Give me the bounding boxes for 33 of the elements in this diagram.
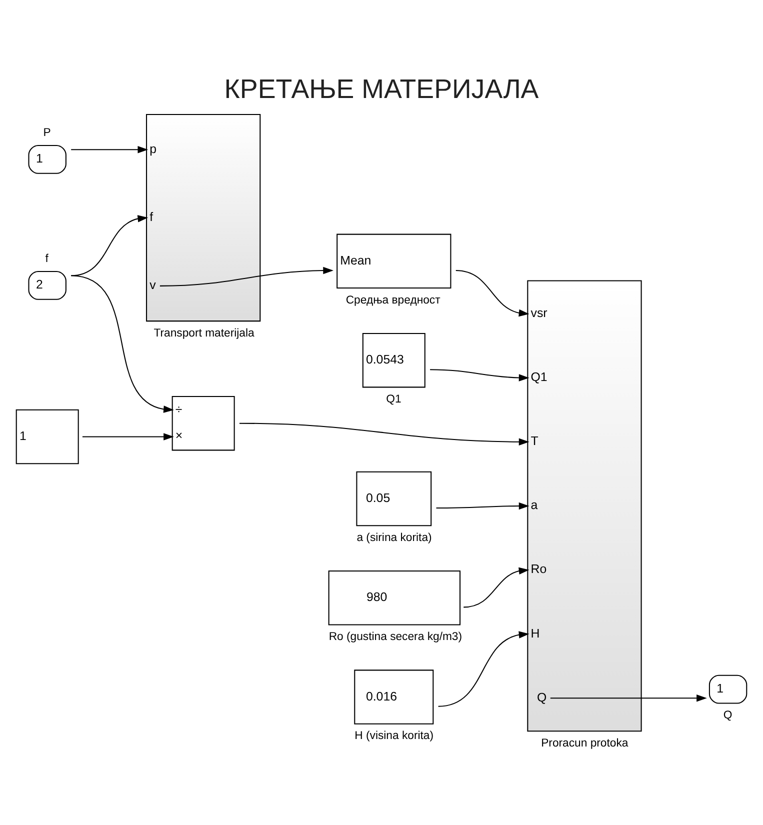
node-box: 2 [28,270,66,300]
node-label: H (visina korita) [354,730,434,742]
node-label: Ro (gustina secera kg/m3) [328,630,462,643]
node-box: Mean [336,233,452,288]
diagram-title: КРЕТАЊЕ МАТЕРИЈАЛА [224,73,539,104]
arrow [436,502,530,510]
arrow [464,566,530,608]
node-label: Transport materijala [154,326,254,339]
arrow [430,368,530,381]
node-label: Средња вредност [346,294,440,306]
node-box: 0.0543 [362,332,426,388]
node-box: 1 [16,408,79,464]
arrow [438,630,530,706]
arrow [456,269,530,316]
node-box: 1 [708,674,748,704]
arrow [550,694,707,702]
node-label: Q1 [386,392,402,405]
arrow [71,274,174,412]
arrow [71,214,148,276]
node-box: 0.016 [354,669,434,724]
node-box: 1 [28,144,66,174]
node-label: P [43,126,51,138]
node-label: f [45,252,48,264]
arrow [239,422,530,446]
node-box: 0.05 [356,470,432,526]
arrow [82,432,174,440]
node-box: ÷ × [172,395,235,450]
arrow [160,266,334,286]
node-box: 980 [328,570,461,625]
arrow [71,145,148,153]
node-label: a (sirina korita) [356,531,432,544]
node-label: Proracun protoka [541,736,628,749]
node-label: Q [723,709,732,722]
